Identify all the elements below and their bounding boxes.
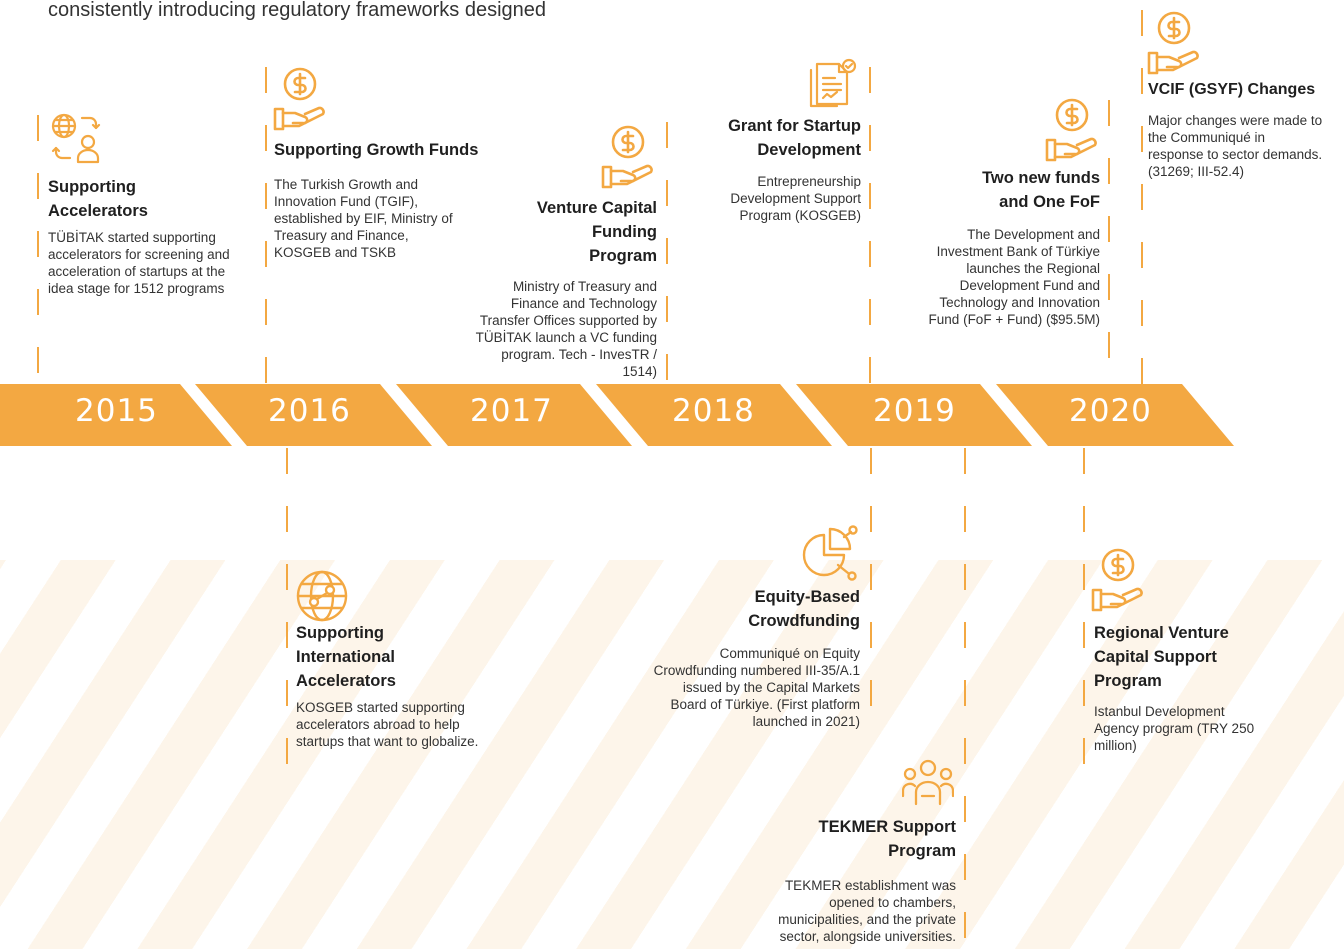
connector-2015 [37,115,39,385]
event-regional-vc-support: Regional Venture Capital Support Program… [1094,621,1274,754]
band-segment-2016 [195,384,432,446]
year-2017: 2017 [470,393,553,429]
event-description: Istanbul Development Agency program (TRY… [1094,704,1255,753]
connector-2019 [1108,100,1110,385]
year-2020: 2020 [1069,393,1152,429]
intro-text: consistently introducing regulatory fram… [48,0,547,21]
year-2019: 2019 [873,393,956,429]
event-description: Entrepreneurship Development Support Pro… [730,174,861,223]
event-equity-crowdfunding: Equity-Based Crowdfunding Communiqué on … [650,585,860,730]
connector-2016-top [265,67,267,385]
event-title: Grant for Startup Development [728,117,861,159]
connector-2016-bottom [286,448,288,778]
band-segment-2020 [996,384,1234,446]
event-international-accelerators: Supporting International Accelerators KO… [296,621,486,750]
globe-network-icon [294,568,350,624]
event-supporting-growth-funds: Supporting Growth Funds The Turkish Grow… [274,138,479,261]
event-description: The Development and Investment Bank of T… [928,227,1100,327]
background-stripes [0,560,1344,949]
event-title: TEKMER Support Program [818,818,957,860]
dollar-hand-icon [600,122,658,192]
dollar-hand-icon [1146,8,1204,78]
globe-user-icon [50,112,102,164]
event-title: Equity-Based Crowdfunding [748,588,860,630]
event-description: Communiqué on Equity Crowdfunding number… [653,646,860,729]
timeline-band [0,384,1234,446]
pie-chart-icon [800,525,862,581]
event-title: Supporting Accelerators [48,178,148,220]
connector-2019-tekmer [964,448,966,948]
event-description: TÜBİTAK started supporting accelerators … [48,230,230,296]
event-title: Two new funds and One FoF [982,169,1100,211]
event-vcif-changes: VCIF (GSYF) Changes Major changes were m… [1148,78,1328,180]
band-segment-2019 [796,384,1032,446]
document-check-icon [805,56,859,110]
event-venture-capital-funding: Venture Capital Funding Program Ministry… [470,196,657,380]
event-title: VCIF (GSYF) Changes [1148,81,1316,98]
event-title: Supporting Growth Funds [274,141,479,159]
year-2015: 2015 [75,393,158,429]
year-2016: 2016 [268,393,351,429]
dollar-hand-icon [272,64,330,134]
event-title: Venture Capital Funding Program [536,199,657,265]
event-description: Ministry of Treasury and Finance and Tec… [475,279,657,379]
event-description: KOSGEB started supporting accelerators a… [296,700,479,749]
connector-2020-top [1141,10,1143,385]
event-description: The Turkish Growth and Innovation Fund (… [274,177,453,260]
band-segment-2018 [596,384,832,446]
event-description: Major changes were made to the Communiqu… [1148,113,1323,179]
band-segment-2015 [0,384,232,446]
connector-2017 [666,122,668,385]
event-description: TEKMER establishment was opened to chamb… [778,878,956,944]
dollar-hand-icon [1044,95,1102,165]
connector-2020-bottom [1083,448,1085,768]
event-two-new-funds: Two new funds and One FoF The Developmen… [912,166,1100,328]
team-icon [902,756,954,808]
connector-2018 [869,67,871,385]
year-2018: 2018 [672,393,755,429]
connector-2019-equity [870,448,872,738]
event-supporting-accelerators: Supporting Accelerators TÜBİTAK started … [48,175,238,297]
dollar-hand-icon [1090,545,1148,615]
event-title: Regional Venture Capital Support Program [1094,624,1229,690]
event-tekmer-support: TEKMER Support Program TEKMER establishm… [760,815,956,945]
band-segment-2017 [396,384,632,446]
event-title: Supporting International Accelerators [296,624,396,690]
event-grant-startup-development: Grant for Startup Development Entreprene… [700,114,861,224]
